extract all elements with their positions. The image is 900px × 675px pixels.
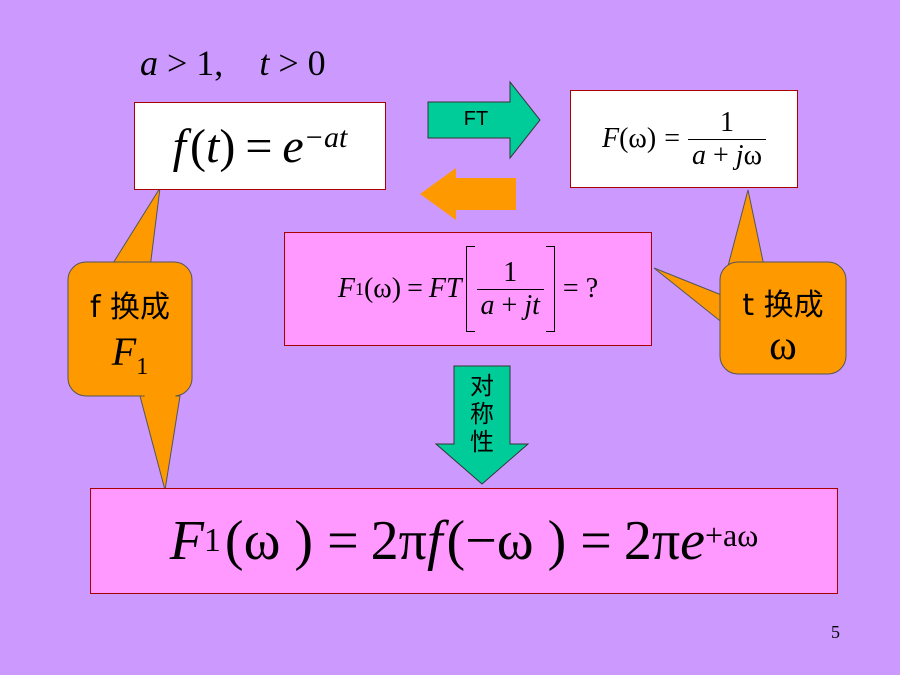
time-fn-e: e [282, 119, 304, 173]
right-callout-text: t 换成 ω [720, 280, 846, 368]
condition-text: a > 1, t > 0 [140, 42, 326, 84]
query-box: F 1 (ω) = FT 1 a + jt = ? [284, 232, 652, 346]
result-exponent: +aω [704, 516, 759, 553]
result-arg2: (−ω ) = [446, 510, 612, 572]
right-callout-omega: ω [769, 323, 797, 369]
freq-fn-arg: (ω) [619, 123, 657, 154]
symmetry-arrow [434, 365, 530, 485]
freq-fn-numerator: 1 [719, 106, 734, 138]
result-box: F 1 (ω ) = 2π f (−ω ) = 2π e +aω [90, 488, 838, 594]
time-fn-exponent: −at [303, 121, 348, 154]
result-F: F [169, 510, 204, 572]
query-right-bracket [545, 246, 555, 332]
time-fn-lp: ( [190, 119, 206, 173]
result-arg: (ω ) = [224, 510, 359, 572]
page-number: 5 [831, 622, 840, 642]
query-fraction: 1 a + jt [476, 256, 544, 322]
symmetry-label: 对 称 性 [470, 372, 494, 456]
time-fn-rp: ) [219, 119, 236, 173]
query-arg: (ω) [363, 273, 402, 304]
result-e: e [680, 510, 705, 572]
right-callout-body [719, 261, 847, 375]
condition-a: a [140, 43, 158, 83]
ft-arrow-label: FT [463, 108, 489, 130]
condition-t: t [259, 43, 270, 83]
inverse-arrow [420, 168, 516, 220]
result-two-pi: 2π [370, 510, 427, 572]
right-callout-line1: t 换成 [742, 288, 824, 323]
left-callout-pointer-down [139, 395, 181, 491]
query-numerator: 1 [503, 256, 518, 288]
time-function-box: f ( t ) = e −at [134, 102, 386, 190]
freq-fn-denominator: a + jω [687, 138, 766, 172]
freq-fn-eq: = [664, 123, 680, 154]
time-fn-t: t [206, 119, 220, 173]
left-callout-text: f 换成 F1 [68, 282, 192, 381]
condition-gt0: > 0 [278, 43, 326, 83]
freq-fn-F: F [602, 123, 620, 154]
query-tail: = ? [562, 273, 599, 304]
query-eq: = [407, 273, 423, 304]
time-fn-f: f [172, 119, 187, 173]
freq-fn-fraction: 1 a + jω [687, 106, 766, 172]
query-F: F [337, 273, 355, 304]
right-callout-pointer-up [727, 189, 765, 267]
left-callout-body [67, 261, 193, 397]
right-callout-pointer-left [653, 267, 725, 326]
condition-gt1: > 1, [167, 43, 224, 83]
query-sub: 1 [354, 278, 364, 299]
query-FT: FT [428, 273, 462, 304]
result-sub: 1 [203, 522, 221, 559]
frequency-function-box: F (ω) = 1 a + jω [570, 90, 798, 188]
left-callout-line1: f 换成 [89, 290, 171, 325]
query-left-bracket [465, 246, 475, 332]
query-denominator: a + jt [476, 288, 544, 322]
left-callout-F1: F1 [111, 329, 149, 380]
ft-arrow [427, 80, 541, 160]
left-callout-pointer-up [109, 187, 161, 269]
time-fn-eq: = [245, 119, 273, 173]
result-f: f [426, 510, 443, 572]
result-two-pi2: 2π [623, 510, 681, 572]
